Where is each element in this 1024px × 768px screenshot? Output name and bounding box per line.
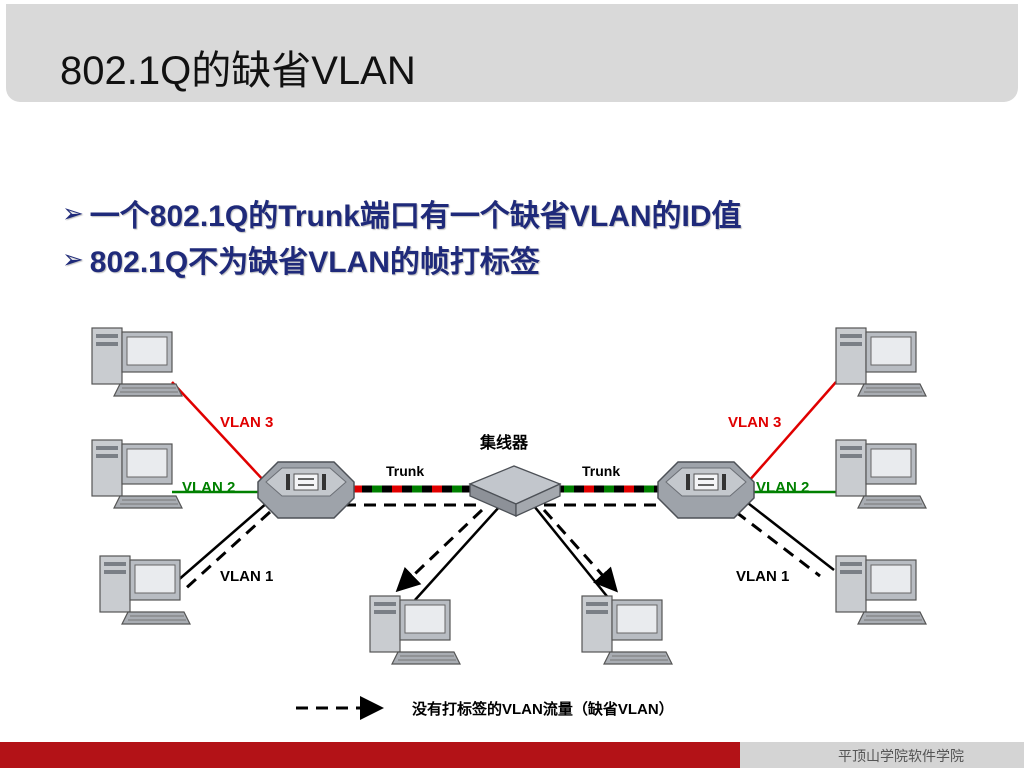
- footer-grey-band: [740, 742, 1024, 768]
- title-bar: [6, 4, 1018, 102]
- computer-icon: [835, 555, 927, 625]
- link-hub-bottom-right: [533, 505, 611, 601]
- link-hub-bottom-left: [414, 505, 501, 601]
- footer-red-band: [0, 742, 740, 768]
- left-vlan2-label: VLAN 2: [182, 479, 235, 496]
- computer-icon: [581, 595, 673, 665]
- trunk-label-right: Trunk: [582, 463, 620, 479]
- bullet-text: 一个802.1Q的Trunk端口有一个缺省VLAN的ID值: [89, 200, 742, 233]
- bullet-arrow-icon: ➢: [62, 197, 84, 228]
- footer-school-name: 平顶山学院软件学院: [838, 749, 964, 765]
- hub-label: 集线器: [479, 433, 529, 452]
- computer-icon: [835, 439, 927, 509]
- left-vlan1-label: VLAN 1: [220, 568, 273, 585]
- slide-title: 802.1Q的缺省VLAN: [60, 49, 416, 93]
- left-vlan3-label: VLAN 3: [220, 414, 273, 431]
- right-vlan2-label: VLAN 2: [756, 479, 809, 496]
- bullet-item: ➢ 一个802.1Q的Trunk端口有一个缺省VLAN的ID值: [62, 190, 742, 236]
- switch-icon: [257, 461, 355, 519]
- link-right-vlan3: [747, 381, 837, 483]
- dashed-hub-bottom-right: [542, 508, 619, 593]
- dashed-hub-bottom-left: [395, 508, 484, 593]
- computer-icon: [369, 595, 461, 665]
- link-left-vlan3: [171, 381, 266, 483]
- computer-icon: [91, 327, 183, 397]
- link-right-vlan1: [743, 499, 835, 571]
- bullet-arrow-icon: ➢: [62, 243, 84, 274]
- switch-icon: [657, 461, 755, 519]
- hub-icon: [469, 465, 561, 517]
- legend-text: 没有打标签的VLAN流量（缺省VLAN）: [412, 700, 674, 718]
- computer-icon: [99, 555, 191, 625]
- right-vlan3-label: VLAN 3: [728, 414, 781, 431]
- bullet-text: 802.1Q不为缺省VLAN的帧打标签: [89, 246, 540, 279]
- bullet-list: ➢ 一个802.1Q的Trunk端口有一个缺省VLAN的ID值 ➢ 802.1Q…: [62, 190, 742, 282]
- dashed-right-vlan1: [735, 510, 821, 578]
- bullet-item: ➢ 802.1Q不为缺省VLAN的帧打标签: [62, 236, 742, 282]
- trunk-label-left: Trunk: [386, 463, 424, 479]
- right-vlan1-label: VLAN 1: [736, 568, 789, 585]
- computer-icon: [835, 327, 927, 397]
- computer-icon: [91, 439, 183, 509]
- link-left-vlan1: [175, 501, 269, 583]
